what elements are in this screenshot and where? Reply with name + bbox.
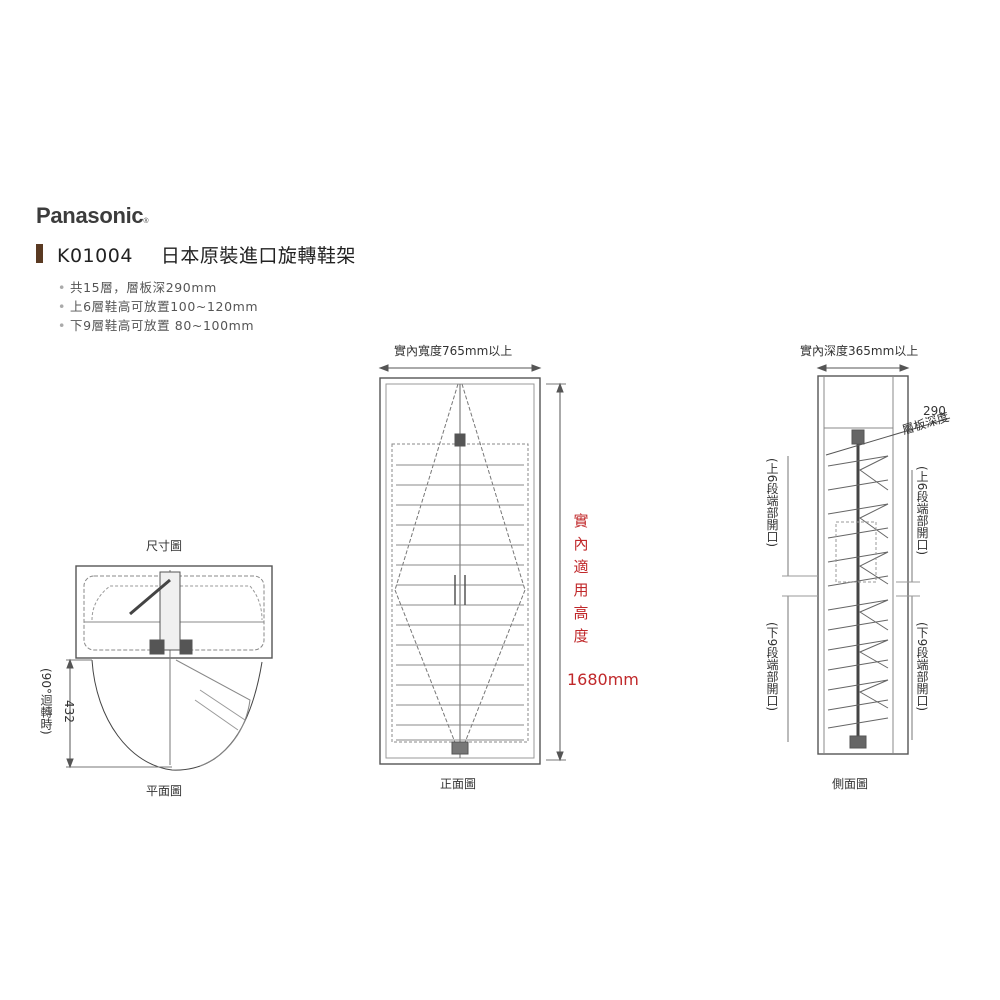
spec-list: 共15層，層板深290mm 上6層鞋高可放置100~120mm 下9層鞋高可放置…	[58, 278, 258, 335]
side-view-drawing	[782, 364, 951, 755]
side-depth-label: 實內深度365mm以上	[800, 344, 919, 358]
title-accent-bar	[36, 244, 43, 263]
brand-logo: Panasonic®	[36, 203, 149, 228]
front-width-label: 實內寬度765mm以上	[394, 344, 513, 358]
front-height-label: 實 內 適 用 高 度	[570, 510, 592, 648]
spec-item: 下9層鞋高可放置 80~100mm	[58, 316, 258, 335]
height-label-char: 用	[573, 581, 589, 599]
height-label-char: 度	[573, 627, 589, 645]
lower-opening-right: (下9段端部開口)	[915, 622, 929, 711]
spec-item: 上6層鞋高可放置100~120mm	[58, 297, 258, 316]
plan-view-caption: 平面圖	[146, 784, 183, 798]
product-title: K01004 日本原裝進口旋轉鞋架	[57, 241, 356, 268]
height-label-char: 適	[573, 558, 589, 576]
spec-item: 共15層，層板深290mm	[58, 278, 258, 297]
side-view-caption: 側面圖	[832, 777, 869, 791]
front-view-drawing	[378, 364, 566, 765]
plan-caption-top: 尺寸圖	[146, 539, 183, 553]
height-label-char: 高	[573, 604, 589, 622]
plan-dimension-value: 432	[62, 700, 76, 723]
plan-dimension-note: (90°迴轉時)	[39, 668, 53, 735]
model-number: K01004	[57, 245, 133, 267]
plan-view-drawing	[66, 565, 273, 771]
lower-opening-left: (下9段端部開口)	[765, 622, 779, 711]
height-label-char: 內	[573, 535, 589, 553]
product-name: 日本原裝進口旋轉鞋架	[160, 245, 356, 267]
upper-opening-right: (上6段端部開口)	[915, 466, 929, 555]
upper-opening-left: (上6段端部開口)	[765, 458, 779, 547]
front-height-value: 1680mm	[567, 670, 639, 689]
shelf-depth-value: 290	[923, 404, 946, 418]
front-view-caption: 正面圖	[440, 777, 477, 791]
height-label-char: 實	[573, 512, 589, 530]
